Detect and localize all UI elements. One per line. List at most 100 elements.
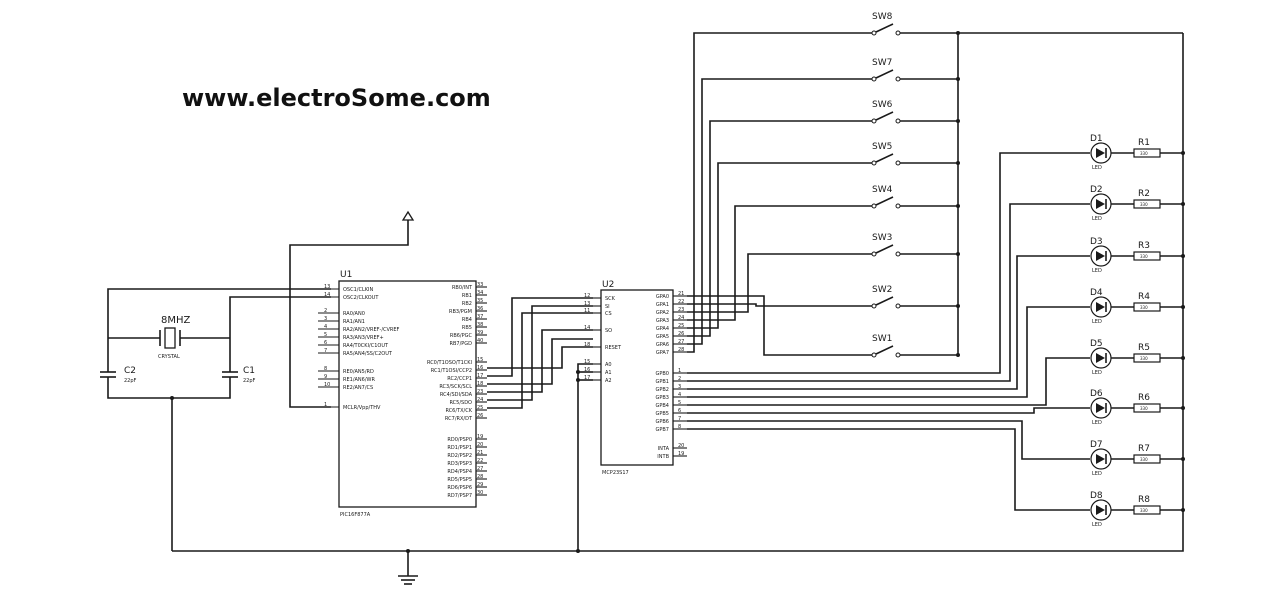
u1-pin-number: 36 (477, 306, 483, 312)
u1-pin-label: RC4/SDI/SDA (440, 392, 473, 398)
u1-pin-number: 24 (477, 397, 483, 403)
switch-contact (871, 76, 877, 82)
resistor-ref: R1 (1138, 138, 1150, 148)
u2-pin-number: 17 (584, 375, 590, 381)
switch-ref: SW4 (872, 185, 893, 195)
u2-pin-label: GPA5 (656, 334, 669, 340)
u2-pin-label: INTA (658, 446, 670, 452)
u2-pin-number: 4 (678, 392, 681, 398)
u1-pin-label: RA2/AN2/VREF-/CVREF (343, 327, 400, 333)
u1-pin-label: RD2/PSP2 (447, 453, 472, 459)
u1-pin-number: 14 (324, 292, 330, 298)
led-ref: D8 (1090, 491, 1103, 501)
resistor-value: 330 (1140, 406, 1148, 411)
led-diode-triangle (1096, 454, 1105, 464)
gpa-wire (687, 162, 872, 329)
u2-pin-number: 28 (678, 347, 684, 353)
gpb-wire (687, 255, 1090, 390)
u1-ref: U1 (340, 270, 352, 280)
u1-pin-label: RB5 (462, 325, 472, 331)
gpb-wire (687, 203, 1090, 382)
u1-pin-label: RC3/SCK/SCL (439, 384, 472, 390)
led-part: LED (1092, 420, 1102, 426)
u1-pin-label: RB2 (462, 301, 472, 307)
resistor-value: 330 (1140, 457, 1148, 462)
u1-pin-label: RD1/PSP1 (447, 445, 472, 451)
u2-pin-label: GPB3 (655, 395, 669, 401)
u2-pin-label: GPB5 (655, 411, 669, 417)
gpb-wire (687, 420, 1090, 460)
junction-dot (956, 77, 960, 81)
gpa-wire (687, 32, 872, 353)
junction-dot (1181, 356, 1185, 360)
u1-pin-number: 26 (477, 413, 483, 419)
u2-pin-number: 20 (678, 443, 684, 449)
u2-pin-label: GPB0 (655, 371, 669, 377)
address-pins-ground (576, 363, 593, 551)
led-part: LED (1092, 165, 1102, 171)
switch-lever (875, 296, 894, 306)
u1-pin-label: RA5/AN4/SS/C2OUT (343, 351, 393, 357)
resistor-ref: R6 (1138, 393, 1150, 403)
u1-pin-label: RB1 (462, 293, 472, 299)
u1-pin-label: RB3/PGM (449, 309, 472, 315)
junction-dot (956, 252, 960, 256)
u1-body (338, 280, 477, 508)
u1-pin-label: RE2/AN7/CS (343, 385, 373, 391)
junction-dot (956, 304, 960, 308)
u2-pin-number: 18 (584, 342, 590, 348)
u2-ref: U2 (602, 280, 614, 290)
gpb-wire (687, 428, 1090, 511)
u1-pin-number: 27 (477, 466, 483, 472)
led-diode-triangle (1096, 199, 1105, 209)
junction-dot (956, 204, 960, 208)
led-diode-triangle (1096, 148, 1105, 158)
switch-contact (895, 118, 901, 124)
u1-pin-number: 9 (324, 374, 327, 380)
switch-lever (875, 111, 894, 121)
led-diode-triangle (1096, 251, 1105, 261)
led-ref: D5 (1090, 339, 1103, 349)
u1-pin-number: 23 (477, 389, 483, 395)
switch-ref: SW1 (872, 334, 892, 344)
u1-pin-number: 21 (477, 450, 483, 456)
u1-pin-label: RE0/AN5/RD (343, 369, 374, 375)
switch-ref: SW6 (872, 100, 893, 110)
u1-pin-number: 4 (324, 324, 327, 330)
u2-pin-label: A0 (605, 362, 612, 368)
u1-pin-number: 2 (324, 308, 327, 314)
u1-pin-number: 37 (477, 314, 483, 320)
u2-pin-number: 24 (678, 315, 684, 321)
u2-pin-label: A1 (605, 370, 612, 376)
u2-pin-label: SCK (605, 296, 616, 302)
u1-pin-number: 15 (477, 357, 483, 363)
u2-pin-number: 2 (678, 376, 681, 382)
junction-dot (1181, 202, 1185, 206)
u2-pin-number: 12 (584, 293, 590, 299)
u1-pin-label: RD7/PSP7 (447, 493, 472, 499)
junction-dot (1181, 406, 1185, 410)
u2-pin-label: GPA1 (656, 302, 669, 308)
switch-contact (871, 160, 877, 166)
resistor-ref: R5 (1138, 343, 1150, 353)
u1-pin-label: RE1/AN6/WR (343, 377, 375, 383)
u2-pin-number: 7 (678, 416, 681, 422)
u1-pin-label: RB4 (462, 317, 472, 323)
u1-pin-label: RA1/AN1 (343, 319, 365, 325)
switch-contact (871, 251, 877, 257)
resistor-value: 330 (1140, 151, 1148, 156)
gpa-wire (687, 295, 872, 356)
switch-contact (871, 203, 877, 209)
switch-contact (895, 76, 901, 82)
u1-pin-number: 30 (477, 490, 483, 496)
u2-pin-number: 11 (584, 308, 590, 314)
u1-pin-number: 28 (477, 474, 483, 480)
led-ref: D3 (1090, 237, 1103, 247)
gpa-wire (687, 205, 872, 321)
u2-pin-number: 22 (678, 299, 684, 305)
u2-right-pins: 21GPA022GPA123GPA224GPA325GPA426GPA527GP… (655, 291, 687, 460)
c1-value: 22pF (243, 378, 256, 384)
u2-pin-label: GPB7 (655, 427, 669, 433)
